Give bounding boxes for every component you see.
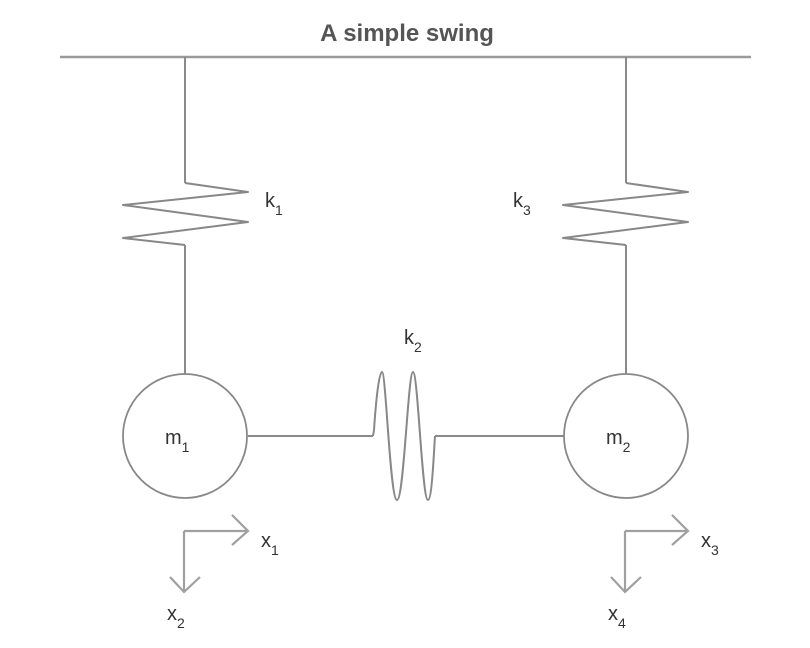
label-x4: x4: [608, 603, 626, 631]
label-k1-symbol: k: [265, 190, 276, 212]
label-k3: k3: [513, 190, 531, 218]
spring-k1: [122, 182, 249, 246]
spring-k2: [372, 371, 436, 501]
label-x1: x1: [261, 530, 279, 558]
label-m1: m1: [165, 427, 190, 455]
label-x3: x3: [701, 530, 719, 558]
right-axes: [610, 514, 690, 594]
label-x3-symbol: x: [701, 530, 711, 552]
label-k1: k1: [265, 190, 283, 218]
spring-k3: [562, 182, 689, 246]
label-m2-subscript: 2: [623, 439, 631, 455]
left-hanger: [122, 57, 249, 374]
label-x4-subscript: 4: [618, 615, 626, 631]
label-k1-subscript: 1: [275, 202, 283, 218]
diagram-title: A simple swing: [320, 20, 494, 47]
label-x3-subscript: 3: [711, 542, 719, 558]
mass-m2-circle: [563, 373, 689, 499]
left-axes: [169, 514, 250, 594]
mass-m1-circle: [122, 373, 248, 499]
arrowhead-x2-icon: [169, 576, 201, 594]
arrowhead-x1-icon: [231, 514, 250, 546]
arrowhead-x3-icon: [671, 514, 690, 546]
label-m1-subscript: 1: [182, 439, 190, 455]
arrowhead-x4-icon: [610, 576, 642, 594]
label-x1-subscript: 1: [271, 542, 279, 558]
label-k3-symbol: k: [513, 190, 524, 212]
label-m1-symbol: m: [165, 427, 182, 449]
label-x4-symbol: x: [608, 603, 618, 625]
label-x2-symbol: x: [167, 603, 177, 625]
label-k3-subscript: 3: [523, 202, 531, 218]
label-m2-symbol: m: [606, 427, 623, 449]
label-m2: m2: [606, 427, 631, 455]
label-x1-symbol: x: [261, 530, 271, 552]
label-k2-symbol: k: [404, 327, 415, 349]
coupling: [248, 371, 564, 501]
label-k2-subscript: 2: [414, 339, 422, 355]
label-x2-subscript: 2: [177, 615, 185, 631]
right-hanger: [562, 57, 689, 374]
label-k2: k2: [404, 327, 422, 355]
mass-m2: m2: [563, 373, 689, 499]
label-x2: x2: [167, 603, 185, 631]
mass-m1: m1: [122, 373, 248, 499]
